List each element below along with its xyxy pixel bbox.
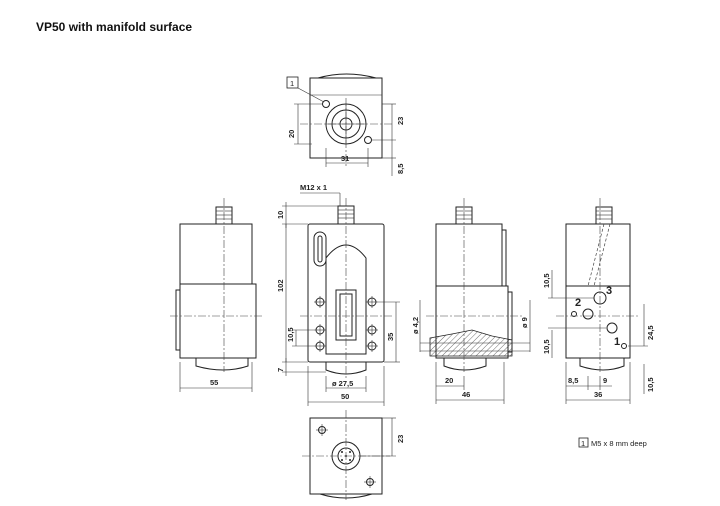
section-side-view: ø 4,2 ø 9 20 46 [411, 198, 531, 404]
bottom-view: 23 [302, 410, 405, 500]
dim-front-35: 35 [386, 333, 395, 341]
top-view-m5-hole [322, 100, 330, 108]
port-1-hole [606, 322, 618, 334]
legend-note: 1 M5 x 8 mm deep [578, 437, 647, 448]
front-view-screws [314, 296, 378, 352]
port-2-hole [582, 308, 594, 320]
manifold-view-upper-body [565, 223, 631, 287]
manifold-surface-view: 3 2 1 10,5 10,5 24,5 10,5 8,5 9 36 [542, 198, 655, 404]
dim-top-31: 31 [341, 154, 349, 163]
port-label-2: 2 [575, 297, 581, 309]
manifold-view-connector [595, 206, 613, 225]
dim-right-8-5: 8,5 [568, 376, 578, 385]
dim-bottom-23: 23 [396, 435, 405, 443]
front-view: M12 x 1 10 102 10,5 7 35 ø 27,5 [276, 183, 400, 406]
dim-front-diameter: ø 27,5 [332, 379, 353, 388]
dim-left-55: 55 [210, 378, 218, 387]
dim-top-20: 20 [287, 130, 296, 138]
dim-side-20: 20 [445, 376, 453, 385]
dim-side-diam-4-2: ø 4,2 [411, 317, 420, 334]
top-view-m5-hole-2 [364, 136, 372, 144]
dim-front-102: 102 [276, 279, 285, 292]
section-view-foot [443, 358, 487, 371]
dim-front-7: 7 [276, 368, 285, 372]
dim-right-10-5-b: 10,5 [542, 339, 551, 354]
drawing-title: VP50 with manifold surface [36, 20, 193, 34]
section-view-upper-body [435, 223, 503, 287]
callout-number: 1 [290, 79, 294, 88]
dim-top-8-5: 8,5 [396, 164, 405, 174]
dim-right-10-5-c: 10,5 [646, 377, 655, 392]
dim-side-46: 46 [462, 390, 470, 399]
left-side-view: 55 [170, 198, 262, 392]
dim-front-10-5: 10,5 [286, 327, 295, 342]
dim-front-50: 50 [341, 392, 349, 401]
dim-front-10: 10 [276, 211, 285, 219]
legend-marker: 1 [581, 439, 585, 448]
dim-right-10-5-a: 10,5 [542, 273, 551, 288]
front-view-display-frame [325, 244, 367, 355]
left-view-upper-body [179, 223, 253, 285]
left-view-lower-body [179, 283, 257, 359]
dim-right-24-5: 24,5 [646, 325, 655, 340]
dim-top-23: 23 [396, 117, 405, 125]
left-view-foot [195, 358, 249, 371]
callout-box [286, 76, 299, 89]
manifold-channel-dashed [587, 223, 605, 287]
top-view: 1 20 23 31 8,5 [286, 73, 405, 176]
dim-side-diam-9: ø 9 [520, 317, 529, 328]
manifold-view-foot [579, 358, 625, 371]
dim-right-9: 9 [603, 376, 607, 385]
top-view-cap-arc [317, 73, 377, 79]
dim-right-36: 36 [594, 390, 602, 399]
front-view-led-window [313, 231, 327, 267]
legend-text: M5 x 8 mm deep [591, 439, 647, 448]
port-label-3: 3 [606, 285, 612, 297]
dim-thread: M12 x 1 [300, 183, 327, 192]
legend-marker-box [578, 437, 589, 448]
port-label-1: 1 [614, 336, 620, 348]
